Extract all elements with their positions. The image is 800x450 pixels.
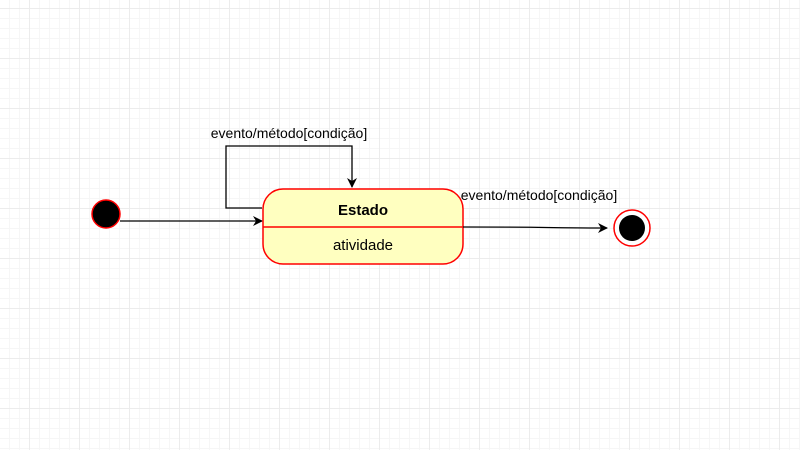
final-state-inner-dot	[619, 215, 645, 241]
final-state-node[interactable]	[613, 209, 651, 247]
state-activity: atividade	[333, 237, 393, 254]
state-node[interactable]: Estado atividade	[262, 188, 464, 265]
exit-transition-label: evento/método[condição]	[461, 187, 617, 203]
state-name: Estado	[338, 202, 388, 219]
self-transition-edge[interactable]	[225, 145, 357, 209]
self-transition-label: evento/método[condição]	[211, 125, 367, 141]
exit-transition-edge[interactable]	[462, 222, 608, 233]
initial-state-node[interactable]	[91, 199, 121, 229]
